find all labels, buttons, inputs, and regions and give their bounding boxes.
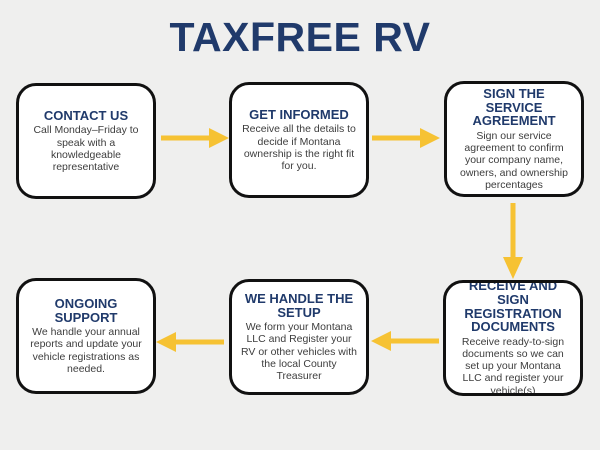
step-body: Receive all the details to decide if Mon… — [242, 123, 356, 172]
page-title: TAXFREE RV — [169, 14, 431, 60]
step-heading: GET INFORMED — [249, 106, 349, 122]
arrow-right-icon — [161, 128, 229, 148]
step-box-ongoing-support: ONGOING SUPPORT We handle your annual re… — [16, 278, 156, 394]
step-box-get-informed: GET INFORMED Receive all the details to … — [229, 82, 369, 198]
step-box-receive-sign-registration-documents: RECEIVE AND SIGN REGISTRATION DOCUMENTS … — [443, 280, 583, 396]
step-heading: CONTACT US — [43, 107, 129, 123]
arrow-left-icon — [371, 331, 439, 351]
arrow-right-icon — [372, 128, 440, 148]
arrow-down-icon — [503, 203, 523, 279]
step-heading: WE HANDLE THE SETUP — [244, 290, 354, 320]
step-heading: ONGOING SUPPORT — [54, 296, 118, 325]
step-body: We handle your annual reports and update… — [30, 326, 142, 375]
step-box-sign-service-agreement: SIGN THE SERVICE AGREEMENT Sign our serv… — [444, 81, 584, 197]
step-body: Sign our service agreement to confirm yo… — [460, 130, 568, 191]
step-box-we-handle-the-setup: WE HANDLE THE SETUP We form your Montana… — [229, 279, 369, 395]
step-heading: SIGN THE SERVICE AGREEMENT — [472, 86, 556, 129]
step-heading: RECEIVE AND SIGN REGISTRATION DOCUMENTS — [464, 280, 562, 335]
step-body: We form your Montana LLC and Register yo… — [241, 321, 357, 382]
step-box-contact-us: CONTACT US Call Monday–Friday to speak w… — [16, 83, 156, 199]
arrow-left-icon — [156, 332, 224, 352]
step-body: Call Monday–Friday to speak with a knowl… — [33, 124, 139, 173]
step-body: Receive ready-to-sign documents so we ca… — [461, 335, 565, 396]
